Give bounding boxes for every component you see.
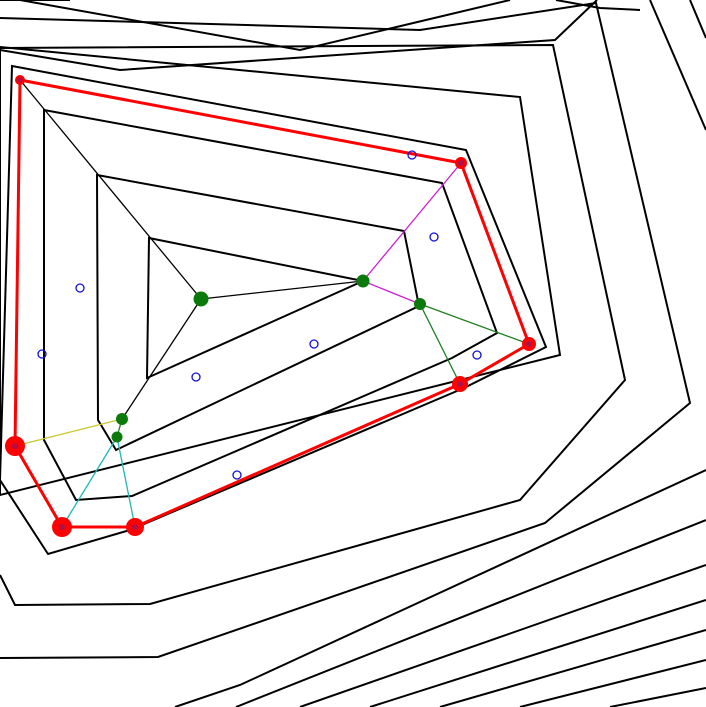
input-polygon-outline [13, 78, 531, 529]
skeleton-node [193, 291, 209, 307]
input-vertex-core [458, 160, 464, 166]
skeleton-node [111, 431, 123, 443]
skeleton-edge [419, 303, 530, 345]
offset-contours-near [0, 45, 562, 556]
interior-marker [429, 232, 439, 242]
interior-markers [37, 150, 482, 480]
skeleton-edge [362, 162, 462, 282]
offset-contour [439, 629, 706, 707]
skeleton-node [356, 274, 370, 288]
skeleton-edge [362, 280, 421, 305]
offset-contour [369, 599, 706, 707]
offset-contour [0, 45, 562, 497]
offset-contour [519, 659, 706, 707]
offset-contour [174, 469, 706, 707]
input-vertex-core [59, 524, 65, 530]
interior-marker [309, 339, 319, 349]
input-vertex-core [17, 77, 23, 83]
interior-marker [232, 470, 242, 480]
offset-contour [649, 0, 706, 131]
interior-marker [407, 150, 417, 160]
offset-contour [145, 236, 367, 380]
skeleton-node [414, 298, 426, 310]
input-vertex-core [132, 524, 138, 530]
skeleton-edge [419, 303, 461, 385]
offset-contour [689, 0, 706, 39]
skeleton-edge [121, 298, 202, 420]
offset-contour [555, 0, 641, 11]
skeleton-nodes [111, 274, 426, 443]
input-vertices [5, 75, 536, 537]
offset-contour [43, 108, 499, 502]
offset-contours-inner [43, 108, 499, 502]
input-vertex-core [526, 341, 532, 347]
offset-contour [235, 519, 706, 707]
skeleton-edge [61, 436, 118, 528]
offset-contour [299, 564, 706, 707]
skeleton-node [116, 413, 128, 425]
skeleton-edges [14, 79, 530, 528]
skeleton-edge [116, 436, 136, 528]
offset-contour [0, 43, 627, 607]
input-vertex-core [12, 443, 18, 449]
interior-marker [75, 283, 85, 293]
interior-marker [191, 372, 201, 382]
input-polygon [13, 78, 531, 529]
offset-contour [95, 173, 421, 452]
skeleton-edge [14, 418, 123, 447]
interior-marker [37, 349, 47, 359]
offset-contour [0, 1, 692, 659]
offset-contour [19, 0, 511, 52]
offset-contour [0, 0, 598, 72]
offset-contour [0, 64, 548, 556]
interior-marker [472, 350, 482, 360]
offset-contour [609, 687, 706, 707]
skeleton-edge [19, 79, 202, 300]
input-vertex-core [457, 381, 463, 387]
skeleton-edge [200, 280, 364, 300]
